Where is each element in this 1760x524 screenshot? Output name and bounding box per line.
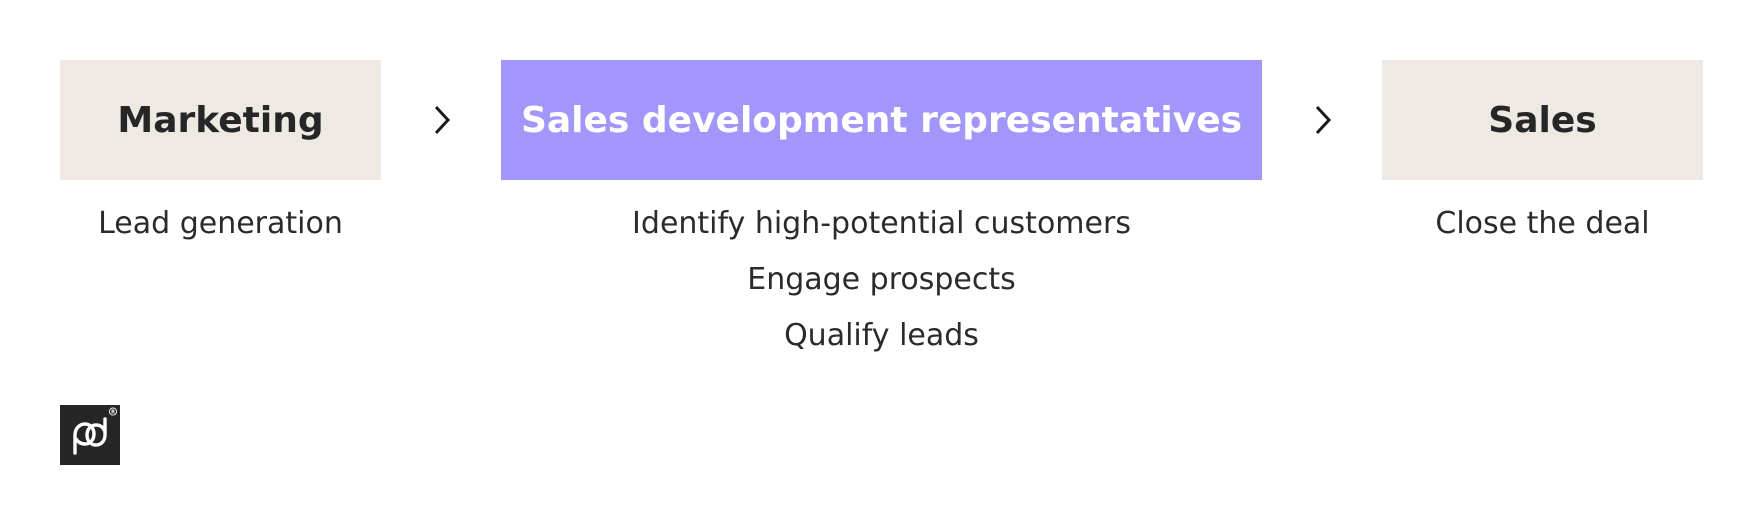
stage-box-sales-development-representatives: Sales development representatives <box>501 60 1262 180</box>
chevron-right-icon <box>434 105 451 135</box>
activity-list-sales: Close the deal <box>1382 196 1703 252</box>
activity-item: Engage prospects <box>747 262 1016 297</box>
pandadoc-logo-icon: R <box>60 405 120 465</box>
stage-box-sales: Sales <box>1382 60 1703 180</box>
activity-item: Lead generation <box>98 206 343 241</box>
stage-title-sales: Sales <box>1488 99 1597 141</box>
activity-item: Identify high-potential customers <box>632 206 1131 241</box>
activity-list-marketing: Lead generation <box>60 196 381 252</box>
stage-box-marketing: Marketing <box>60 60 381 180</box>
stage-title-sdr: Sales development representatives <box>520 99 1243 141</box>
svg-text:R: R <box>111 410 115 416</box>
activity-list-sdr: Identify high-potential customers Engage… <box>501 196 1262 364</box>
activity-item: Close the deal <box>1435 206 1650 241</box>
stage-title-marketing: Marketing <box>117 99 324 141</box>
chevron-right-icon <box>1315 105 1332 135</box>
activity-item: Qualify leads <box>784 318 979 353</box>
